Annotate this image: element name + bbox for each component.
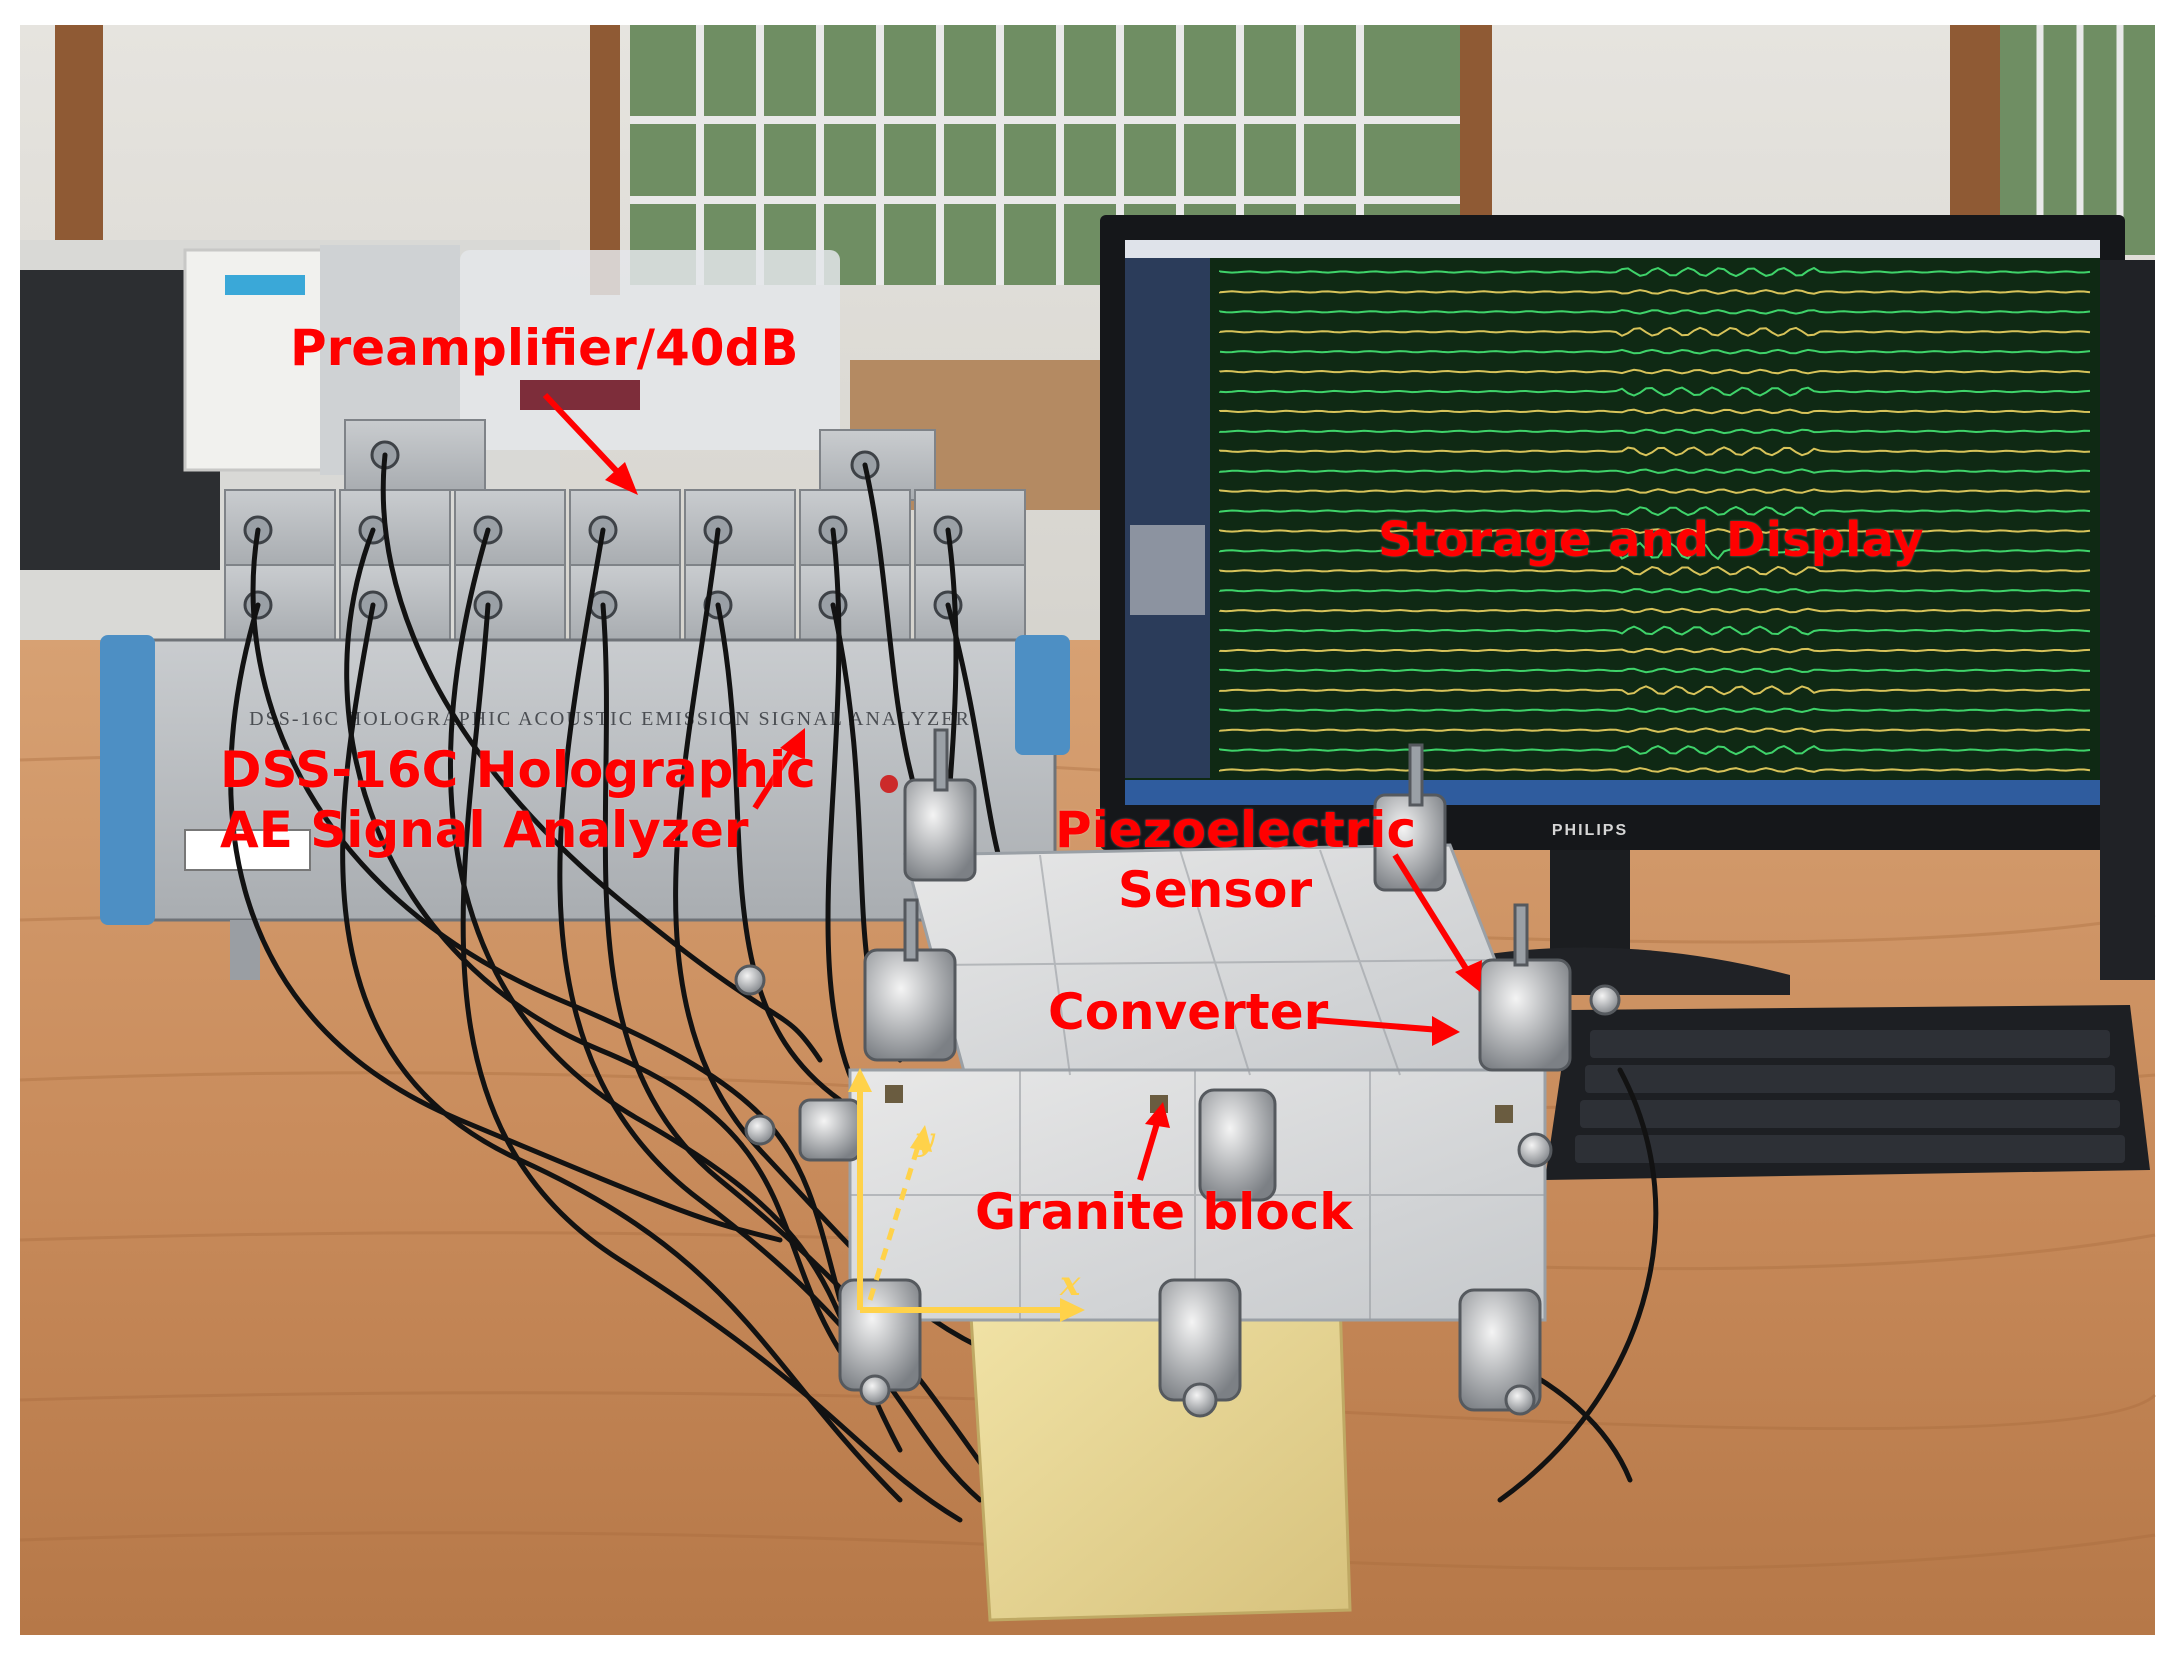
label-sensor-line1: Piezoelectric bbox=[1055, 801, 1417, 859]
converter-plates bbox=[848, 843, 1547, 1322]
label-preamplifier: Preamplifier/40dB bbox=[290, 319, 799, 377]
waveform-trace bbox=[1219, 685, 2091, 696]
waveform-trace bbox=[1219, 647, 2091, 654]
waveform-trace bbox=[1219, 446, 2091, 457]
axis-x-label: x bbox=[1059, 1264, 1081, 1304]
waveform-trace bbox=[1219, 727, 2091, 734]
sensor-clamps bbox=[734, 728, 1621, 1418]
waveform-trace bbox=[1219, 744, 2091, 756]
waveform-trace bbox=[1219, 408, 2091, 415]
label-granite-block: Granite block bbox=[975, 1183, 1353, 1241]
analyzer-panel-text: DSS-16C HOLOGRAPHIC ACOUSTIC EMISSION SI… bbox=[249, 708, 971, 730]
waveform-trace bbox=[1219, 505, 2091, 517]
waveform-trace bbox=[1219, 309, 2091, 315]
label-analyzer-line1: DSS-16C Holographic bbox=[220, 741, 816, 799]
label-converter: Converter bbox=[1048, 983, 1329, 1041]
monitor: PHILIPS bbox=[1100, 215, 2155, 995]
monitor-brand-text: PHILIPS bbox=[1552, 822, 1628, 839]
label-analyzer-line2: AE Signal Analyzer bbox=[220, 801, 749, 859]
label-sensor-line2: Sensor bbox=[1117, 861, 1313, 919]
waveform-trace bbox=[1219, 266, 2091, 278]
waveform-trace bbox=[1219, 625, 2091, 636]
waveform-trace bbox=[1219, 587, 2091, 594]
waveform-trace bbox=[1219, 368, 2091, 375]
waveform-trace bbox=[1219, 565, 2091, 576]
waveform-trace bbox=[1219, 428, 2091, 435]
waveform-trace bbox=[1219, 289, 2091, 295]
label-storage-display: Storage and Display bbox=[1378, 512, 1924, 568]
waveform-trace bbox=[1219, 607, 2091, 614]
waveform-trace bbox=[1219, 541, 2091, 561]
waveform-trace bbox=[1219, 468, 2091, 475]
waveform-trace bbox=[1219, 667, 2090, 674]
keyboard bbox=[1545, 1005, 2150, 1180]
waveform-trace bbox=[1219, 488, 2091, 494]
waveform-trace bbox=[1219, 386, 2091, 397]
waveform-trace bbox=[1219, 326, 2091, 337]
waveform-trace bbox=[1219, 348, 2091, 355]
waveform-traces bbox=[1219, 266, 2091, 773]
axis-y-label: y bbox=[914, 1120, 936, 1158]
annotation-arrows bbox=[542, 392, 1482, 1181]
label-sensor: Piezoelectric Sensor bbox=[1055, 800, 1417, 920]
waveform-trace bbox=[1219, 767, 2091, 773]
label-analyzer: DSS-16C Holographic AE Signal Analyzer bbox=[220, 740, 816, 860]
coordinate-axes: x y bbox=[848, 1068, 1085, 1322]
waveform-trace bbox=[1219, 707, 2091, 714]
waveform-trace bbox=[1219, 528, 2091, 534]
